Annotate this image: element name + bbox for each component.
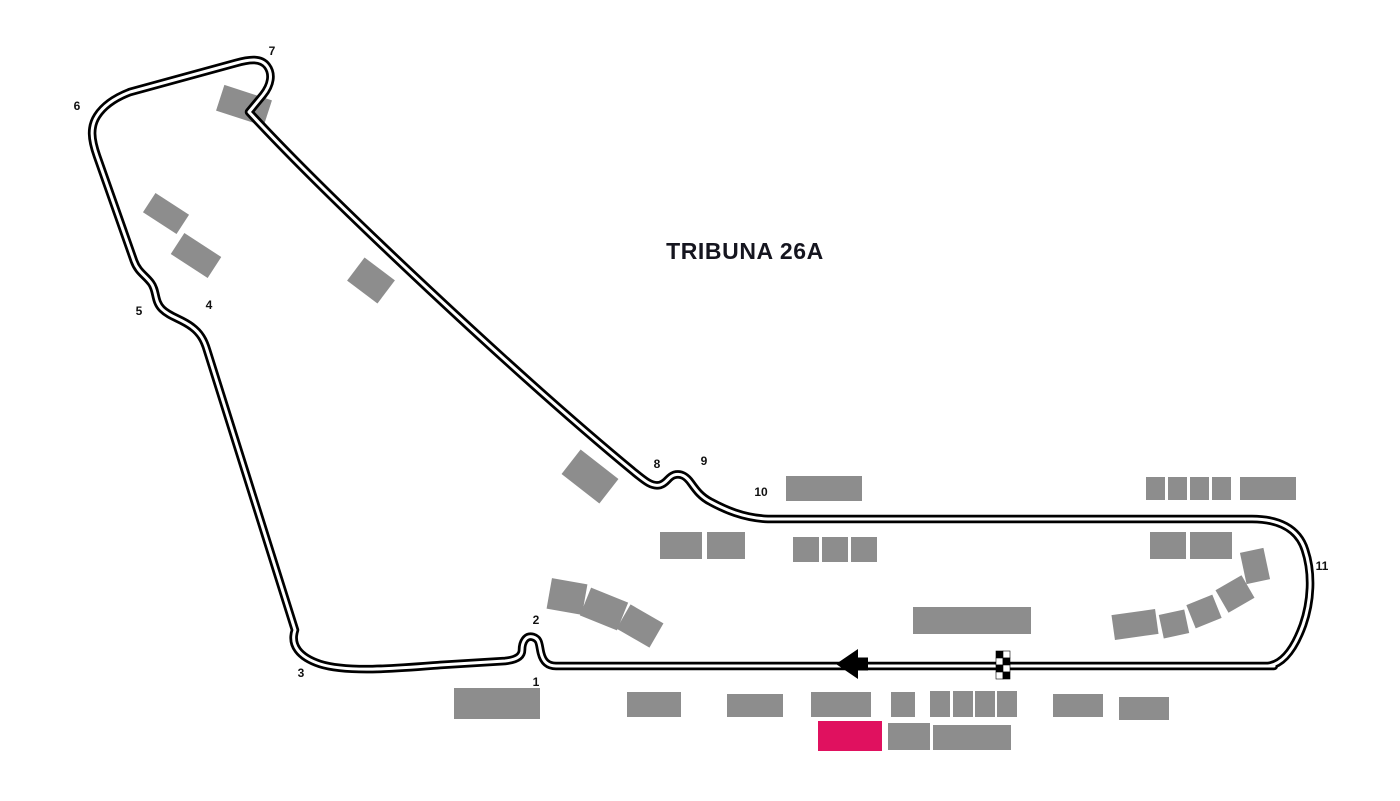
corner-label-3: 3	[298, 666, 305, 680]
checker-cell	[995, 664, 1004, 673]
grandstand[interactable]	[913, 607, 1031, 634]
grandstand[interactable]	[660, 532, 702, 559]
grandstand[interactable]	[546, 578, 588, 615]
grandstand[interactable]	[975, 691, 995, 717]
grandstand[interactable]	[1150, 532, 1186, 559]
grandstand[interactable]	[891, 692, 915, 717]
corner-label-6: 6	[74, 99, 81, 113]
grandstand-selected[interactable]	[818, 721, 882, 751]
grandstand[interactable]	[170, 233, 222, 278]
grandstand[interactable]	[579, 587, 629, 631]
grandstand[interactable]	[811, 692, 871, 717]
grandstand[interactable]	[851, 537, 877, 562]
grandstand[interactable]	[1212, 477, 1231, 500]
grandstand[interactable]	[1190, 532, 1232, 559]
corner-labels-layer: 1 2 3 4 5 6 7 8 9 10 11	[74, 44, 1329, 689]
grandstand[interactable]	[1119, 697, 1169, 720]
grandstand[interactable]	[822, 537, 848, 562]
grandstand[interactable]	[933, 725, 1011, 750]
corner-label-2: 2	[533, 613, 540, 627]
checker-cell	[995, 650, 1004, 659]
corner-label-5: 5	[136, 304, 143, 318]
grandstand[interactable]	[1053, 694, 1103, 717]
corner-label-8: 8	[654, 457, 661, 471]
grandstand[interactable]	[1240, 477, 1296, 500]
grandstand[interactable]	[930, 691, 950, 717]
grandstand[interactable]	[707, 532, 745, 559]
grandstand[interactable]	[627, 692, 681, 717]
grandstand[interactable]	[793, 537, 819, 562]
grandstands-layer	[142, 84, 1296, 751]
grandstand[interactable]	[347, 257, 395, 304]
grandstand[interactable]	[1111, 609, 1159, 640]
grandstand[interactable]	[1239, 547, 1271, 585]
grandstand[interactable]	[888, 723, 930, 750]
corner-label-9: 9	[701, 454, 708, 468]
corner-label-7: 7	[269, 44, 276, 58]
checker-cell	[1002, 664, 1011, 673]
grandstand[interactable]	[997, 691, 1017, 717]
grandstand[interactable]	[142, 192, 190, 235]
corner-label-1: 1	[533, 675, 540, 689]
grandstand[interactable]	[561, 449, 619, 504]
track-outline	[92, 60, 1310, 669]
checker-cell	[995, 671, 1004, 680]
grandstand[interactable]	[953, 691, 973, 717]
corner-label-10: 10	[754, 485, 768, 499]
grandstand[interactable]	[616, 604, 664, 648]
grandstand[interactable]	[727, 694, 783, 717]
grandstand[interactable]	[1186, 594, 1222, 629]
checker-cell	[1002, 657, 1011, 666]
checker-cell	[1002, 671, 1011, 680]
grandstand[interactable]	[1146, 477, 1165, 500]
start-finish-line	[995, 650, 1011, 680]
grandstand[interactable]	[1158, 609, 1190, 639]
grandstand[interactable]	[1168, 477, 1187, 500]
corner-label-11: 11	[1316, 559, 1329, 573]
grandstand[interactable]	[786, 476, 862, 501]
direction-arrow-layer	[836, 649, 868, 679]
grandstand[interactable]	[1215, 575, 1255, 613]
direction-arrow-icon	[836, 649, 868, 679]
selected-grandstand-title: TRIBUNA 26A	[666, 238, 824, 264]
grandstand[interactable]	[454, 688, 540, 719]
checker-cell	[995, 657, 1004, 666]
corner-label-4: 4	[206, 298, 213, 312]
grandstand[interactable]	[1190, 477, 1209, 500]
checker-cell	[1002, 650, 1011, 659]
